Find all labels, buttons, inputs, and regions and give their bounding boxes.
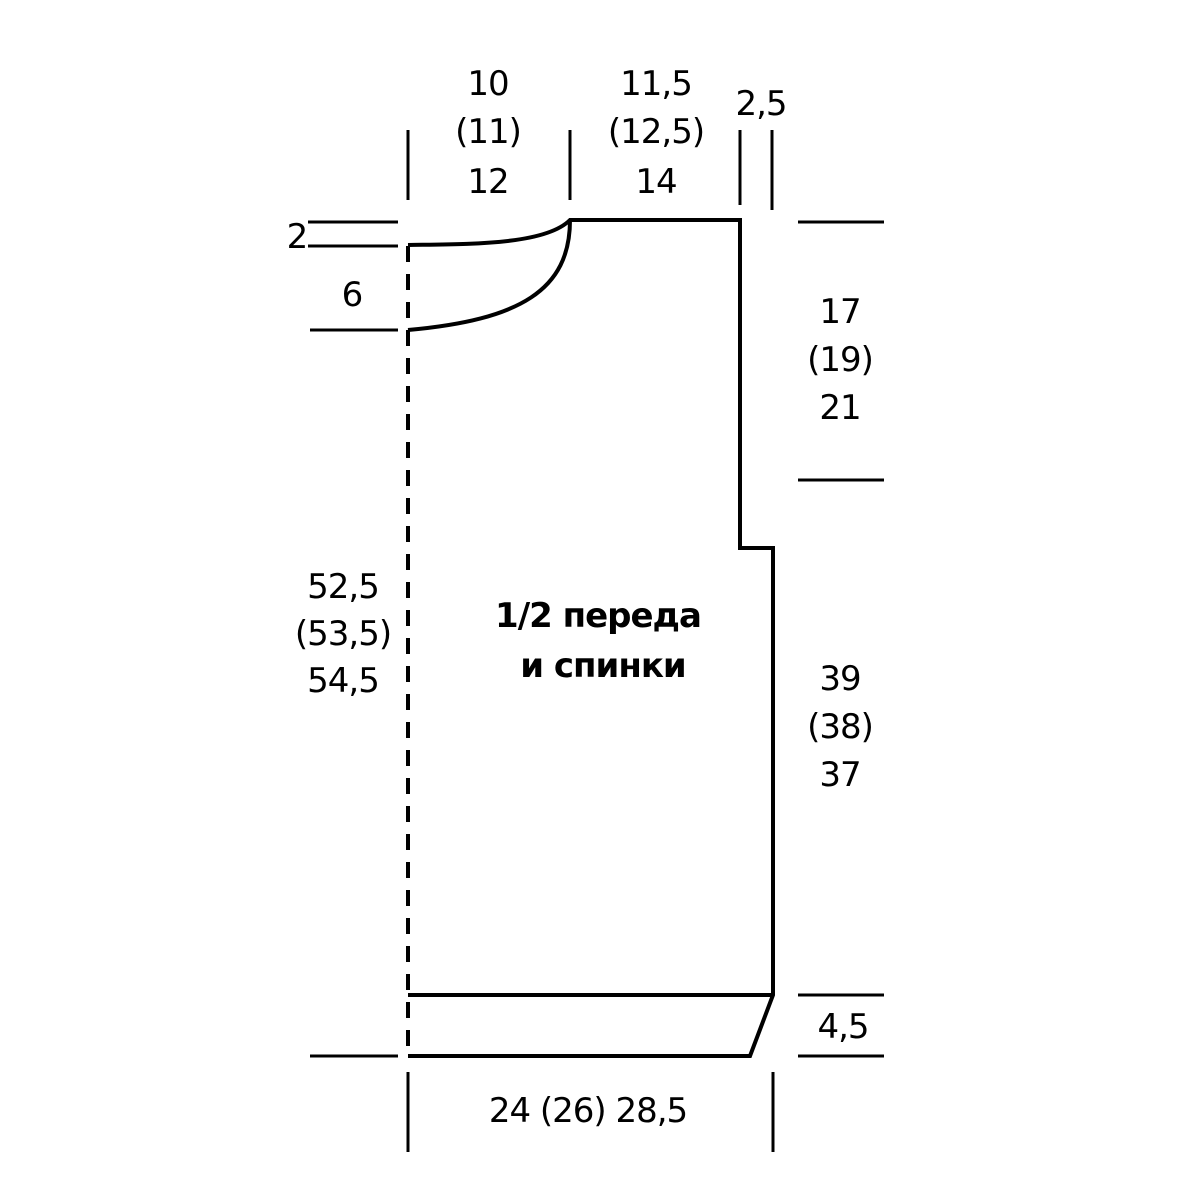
neck-width-label-1: 10	[467, 64, 508, 104]
shoulder-width-label-1: 11,5	[620, 64, 692, 104]
hem-height-label: 4,5	[817, 1007, 868, 1047]
side-length-label-3: 37	[819, 755, 860, 795]
neck-back-drop-label: 2	[287, 217, 308, 257]
armhole-step-label: 2,5	[735, 84, 786, 124]
piece-outline	[407, 218, 775, 1058]
armhole-depth-label-1: 17	[819, 292, 860, 332]
side-length-label-1: 39	[819, 659, 860, 699]
piece-title-line1: 1/2 переда	[495, 596, 701, 636]
shoulder-width-label-2: (12,5)	[608, 112, 704, 152]
total-length-label-3: 54,5	[307, 661, 379, 701]
shoulder-width-label-3: 14	[635, 162, 676, 202]
neck-width-label-3: 12	[467, 162, 508, 202]
neck-front-drop-label: 6	[342, 275, 363, 315]
total-length-label-2: (53,5)	[295, 614, 391, 654]
armhole-depth-label-3: 21	[819, 388, 860, 428]
total-length-label-1: 52,5	[307, 567, 379, 607]
side-length-label-2: (38)	[807, 707, 873, 747]
armhole-depth-label-2: (19)	[807, 340, 873, 380]
bottom-width-label: 24 (26) 28,5	[489, 1091, 687, 1131]
piece-title-line2: и спинки	[520, 646, 686, 686]
front-neckline	[407, 219, 572, 332]
neck-width-label-2: (11)	[455, 112, 521, 152]
